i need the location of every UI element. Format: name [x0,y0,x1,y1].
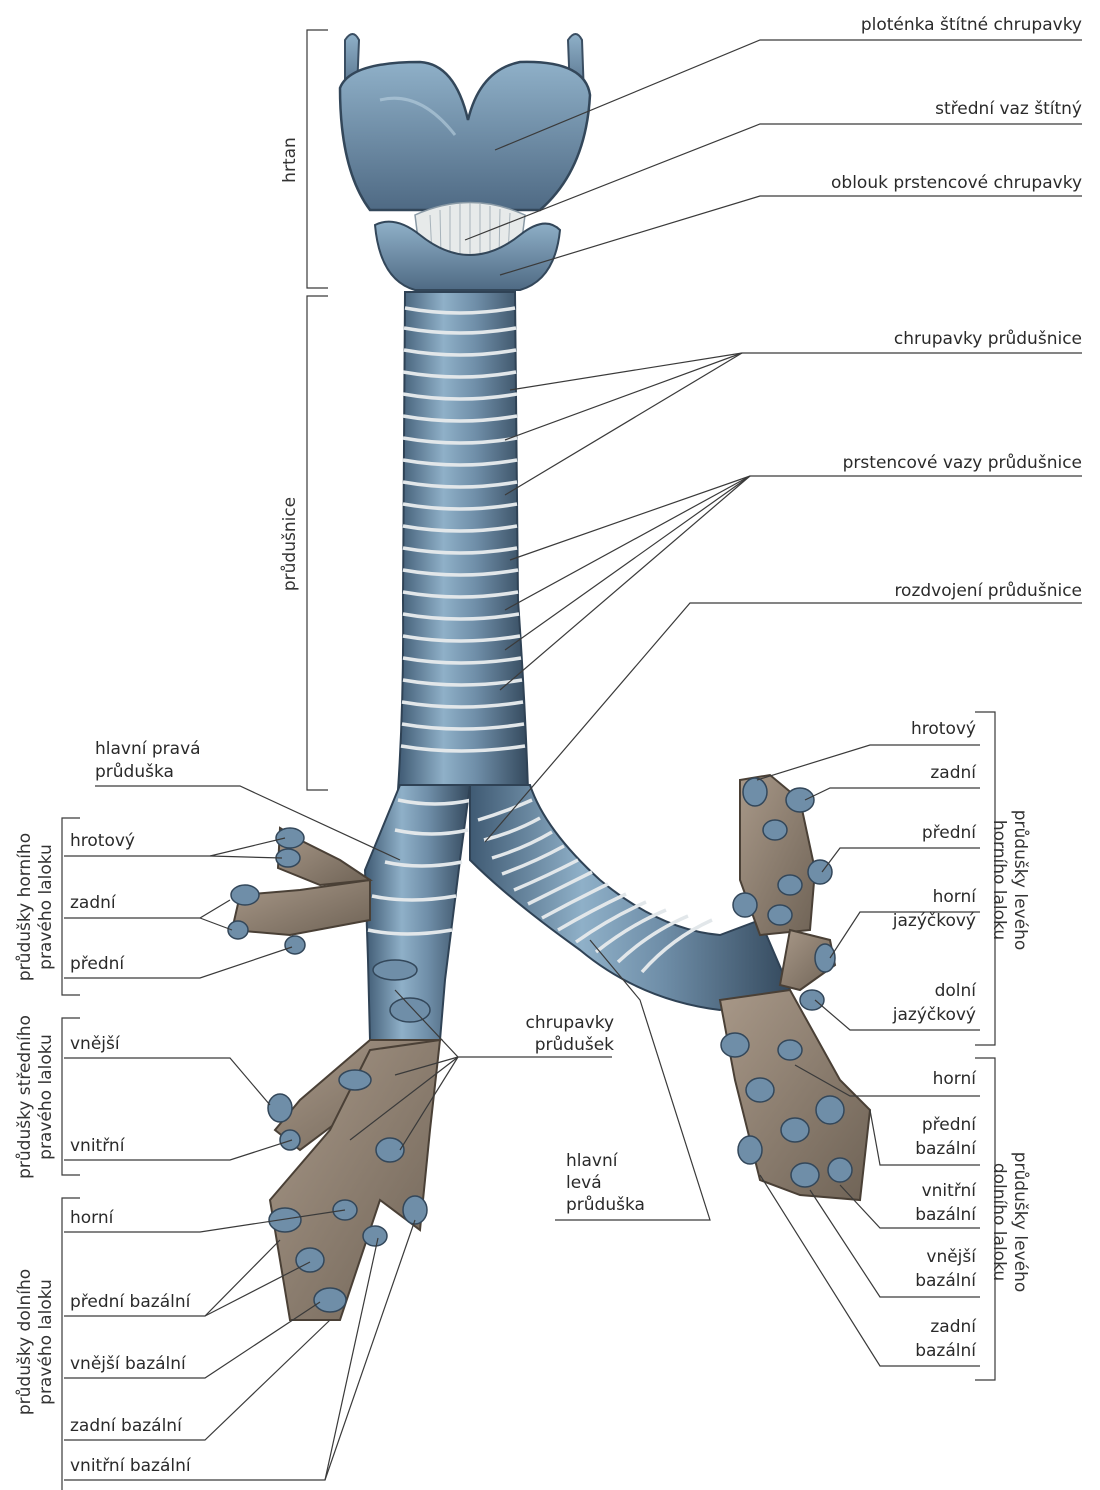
label-left-lower-anterior-basal-1: přední [922,1114,976,1136]
larynx-shape [340,34,590,290]
group-right-lower-line2: pravého laloku [36,1257,57,1427]
group-right-middle: průdušky středního pravého laloku [15,1012,59,1182]
label-right-lower-medial-basal: vnitřní bazální [70,1455,191,1477]
label-tracheal-cartilages: chrupavky průdušnice [894,328,1082,350]
label-right-lower-superior: horní [70,1207,113,1229]
label-main-left-bronchus-3: průduška [566,1194,645,1216]
label-right-upper-anterior: přední [70,953,124,975]
label-right-upper-posterior: zadní [70,892,116,914]
group-right-upper: průdušky horního pravého laloku [15,822,59,992]
group-left-lower-line1: průdušky levého [1009,1147,1030,1297]
label-right-middle-lateral: vnější [70,1033,120,1055]
label-right-lower-anterior-basal: přední bazální [70,1291,190,1313]
label-left-upper-anterior: přední [922,822,976,844]
group-right-lower: průdušky dolního pravého laloku [15,1257,59,1427]
label-median-thyroid-ligament: střední vaz štítný [935,98,1082,120]
group-trachea: průdušnice [280,484,304,604]
label-right-middle-medial: vnitřní [70,1135,124,1157]
label-main-left-bronchus-1: hlavní [566,1150,617,1172]
label-right-lower-posterior-basal: zadní bazální [70,1415,182,1437]
group-right-middle-line2: pravého laloku [36,1012,57,1182]
group-right-lower-line1: průdušky dolního [15,1257,36,1427]
group-left-lower: průdušky levého dolního laloku [986,1147,1030,1297]
label-left-lower-lateral-basal-1: vnější [926,1246,976,1268]
label-bifurcation: rozdvojení průdušnice [894,580,1082,602]
label-left-lower-anterior-basal-2: bazální [915,1138,976,1160]
group-left-upper: průdušky levého horního laloku [986,805,1030,955]
label-bronchial-cartilages-2: průdušek [535,1034,614,1056]
label-right-upper-apical: hrotový [70,830,135,852]
group-right-middle-line1: průdušky středního [15,1012,36,1182]
label-left-upper-posterior: zadní [930,762,976,784]
label-left-upper-inferior-lingular-1: dolní [935,980,976,1002]
label-left-upper-inferior-lingular-2: jazýčkový [893,1004,976,1026]
label-left-upper-apical: hrotový [911,718,976,740]
label-left-upper-superior-lingular-2: jazýčkový [893,910,976,932]
group-left-upper-line1: průdušky levého [1009,805,1030,955]
label-left-lower-medial-basal-1: vnitřní [922,1180,976,1202]
label-main-right-bronchus-1: hlavní pravá [95,738,201,760]
group-larynx: hrtan [280,120,304,200]
label-left-lower-posterior-basal-1: zadní [930,1316,976,1338]
trachea-shape [398,292,528,790]
label-bronchial-cartilages-1: chrupavky [526,1012,614,1034]
label-left-lower-superior: horní [933,1068,976,1090]
label-left-lower-lateral-basal-2: bazální [915,1270,976,1292]
label-left-upper-superior-lingular-1: horní [933,886,976,908]
label-right-lower-lateral-basal: vnější bazální [70,1353,186,1375]
label-left-lower-posterior-basal-2: bazální [915,1340,976,1362]
label-cricoid-arch: oblouk prstencové chrupavky [831,172,1082,194]
group-left-lower-line2: dolního laloku [988,1147,1009,1297]
label-annular-ligaments: prstencové vazy průdušnice [843,452,1082,474]
label-main-right-bronchus-2: průduška [95,761,174,783]
label-thyroid-lamina: ploténka štítné chrupavky [861,14,1082,36]
group-left-upper-line2: horního laloku [988,805,1009,955]
left-bronchial-tree [470,775,870,1200]
group-right-upper-line1: průdušky horního [15,822,36,992]
label-left-lower-medial-basal-2: bazální [915,1204,976,1226]
label-main-left-bronchus-2: levá [566,1172,602,1194]
group-right-upper-line2: pravého laloku [36,822,57,992]
right-bronchial-tree [228,785,472,1320]
